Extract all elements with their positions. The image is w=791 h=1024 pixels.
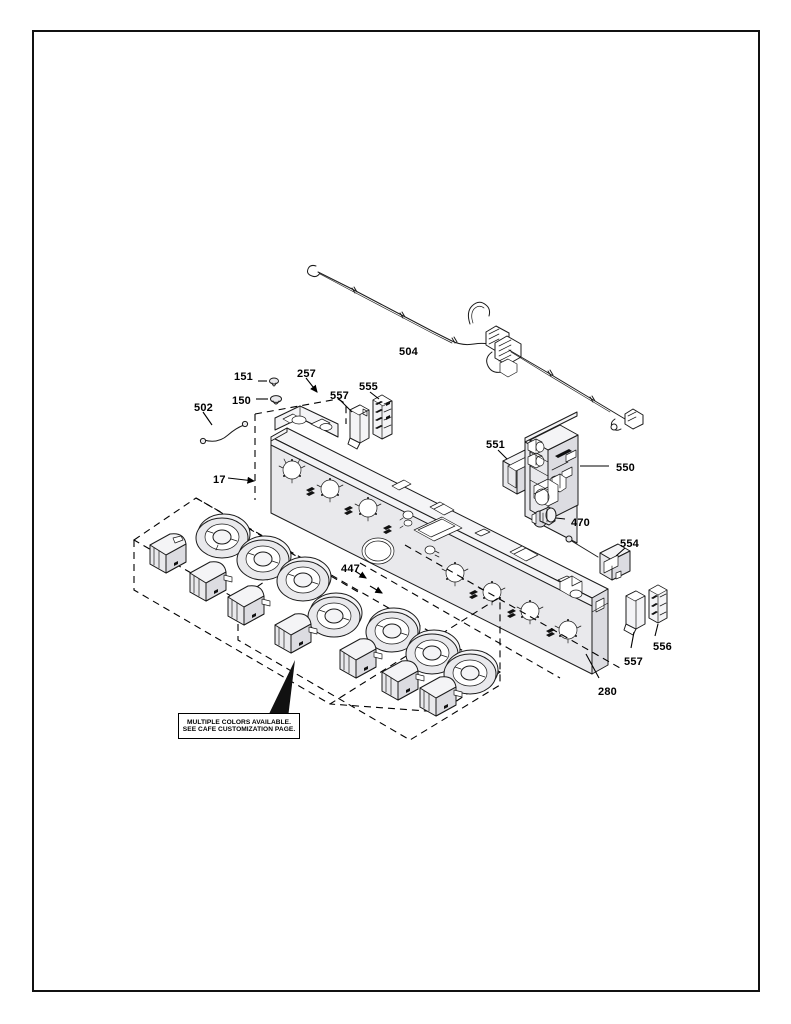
callout-pointer	[268, 660, 295, 718]
part-label-502: 502	[194, 402, 213, 414]
callout-line-2: SEE CAFE CUSTOMIZATION PAGE.	[182, 726, 296, 733]
switch-module-555	[369, 391, 393, 440]
part-label-554: 554	[620, 538, 639, 550]
control-board-550	[524, 411, 609, 544]
knob-shaft-holes	[278, 458, 582, 644]
part-label-555: 555	[359, 381, 378, 393]
page-border	[32, 30, 760, 992]
part-label-556: 556	[653, 641, 672, 653]
part-label-150: 150	[232, 395, 251, 407]
bracket-557-bottom	[623, 590, 646, 649]
display-window	[361, 510, 463, 565]
part-label-557-bottom: 557	[624, 656, 643, 668]
screw-151	[258, 377, 279, 387]
control-panel-17	[227, 398, 609, 679]
knob-body	[149, 533, 463, 717]
knob-bezel	[195, 513, 499, 695]
screw-150	[256, 395, 282, 405]
fastener-257	[305, 377, 318, 393]
part-label-551: 551	[486, 439, 505, 451]
part-label-151: 151	[234, 371, 253, 383]
callout-line-1: MULTIPLE COLORS AVAILABLE.	[187, 718, 291, 726]
end-cap-280	[591, 597, 609, 613]
wire-harness-504	[307, 264, 644, 431]
callout-note-box: MULTIPLE COLORS AVAILABLE. SEE CAFE CUST…	[178, 713, 300, 739]
ground-wire-502	[199, 411, 249, 445]
leader-447	[354, 570, 383, 594]
relay-module-554	[565, 535, 631, 581]
pcb-556	[648, 584, 668, 637]
part-label-17: 17	[213, 474, 226, 486]
part-label-447: 447	[341, 563, 360, 575]
part-label-557-top: 557	[330, 390, 349, 402]
rotary-encoder-470	[531, 506, 566, 528]
part-label-550: 550	[616, 462, 635, 474]
bracket-557-top	[338, 398, 370, 450]
part-label-470: 470	[571, 517, 590, 529]
part-label-257: 257	[297, 368, 316, 380]
face-markers	[306, 487, 555, 637]
part-label-280: 280	[598, 686, 617, 698]
part-label-504: 504	[399, 346, 418, 358]
